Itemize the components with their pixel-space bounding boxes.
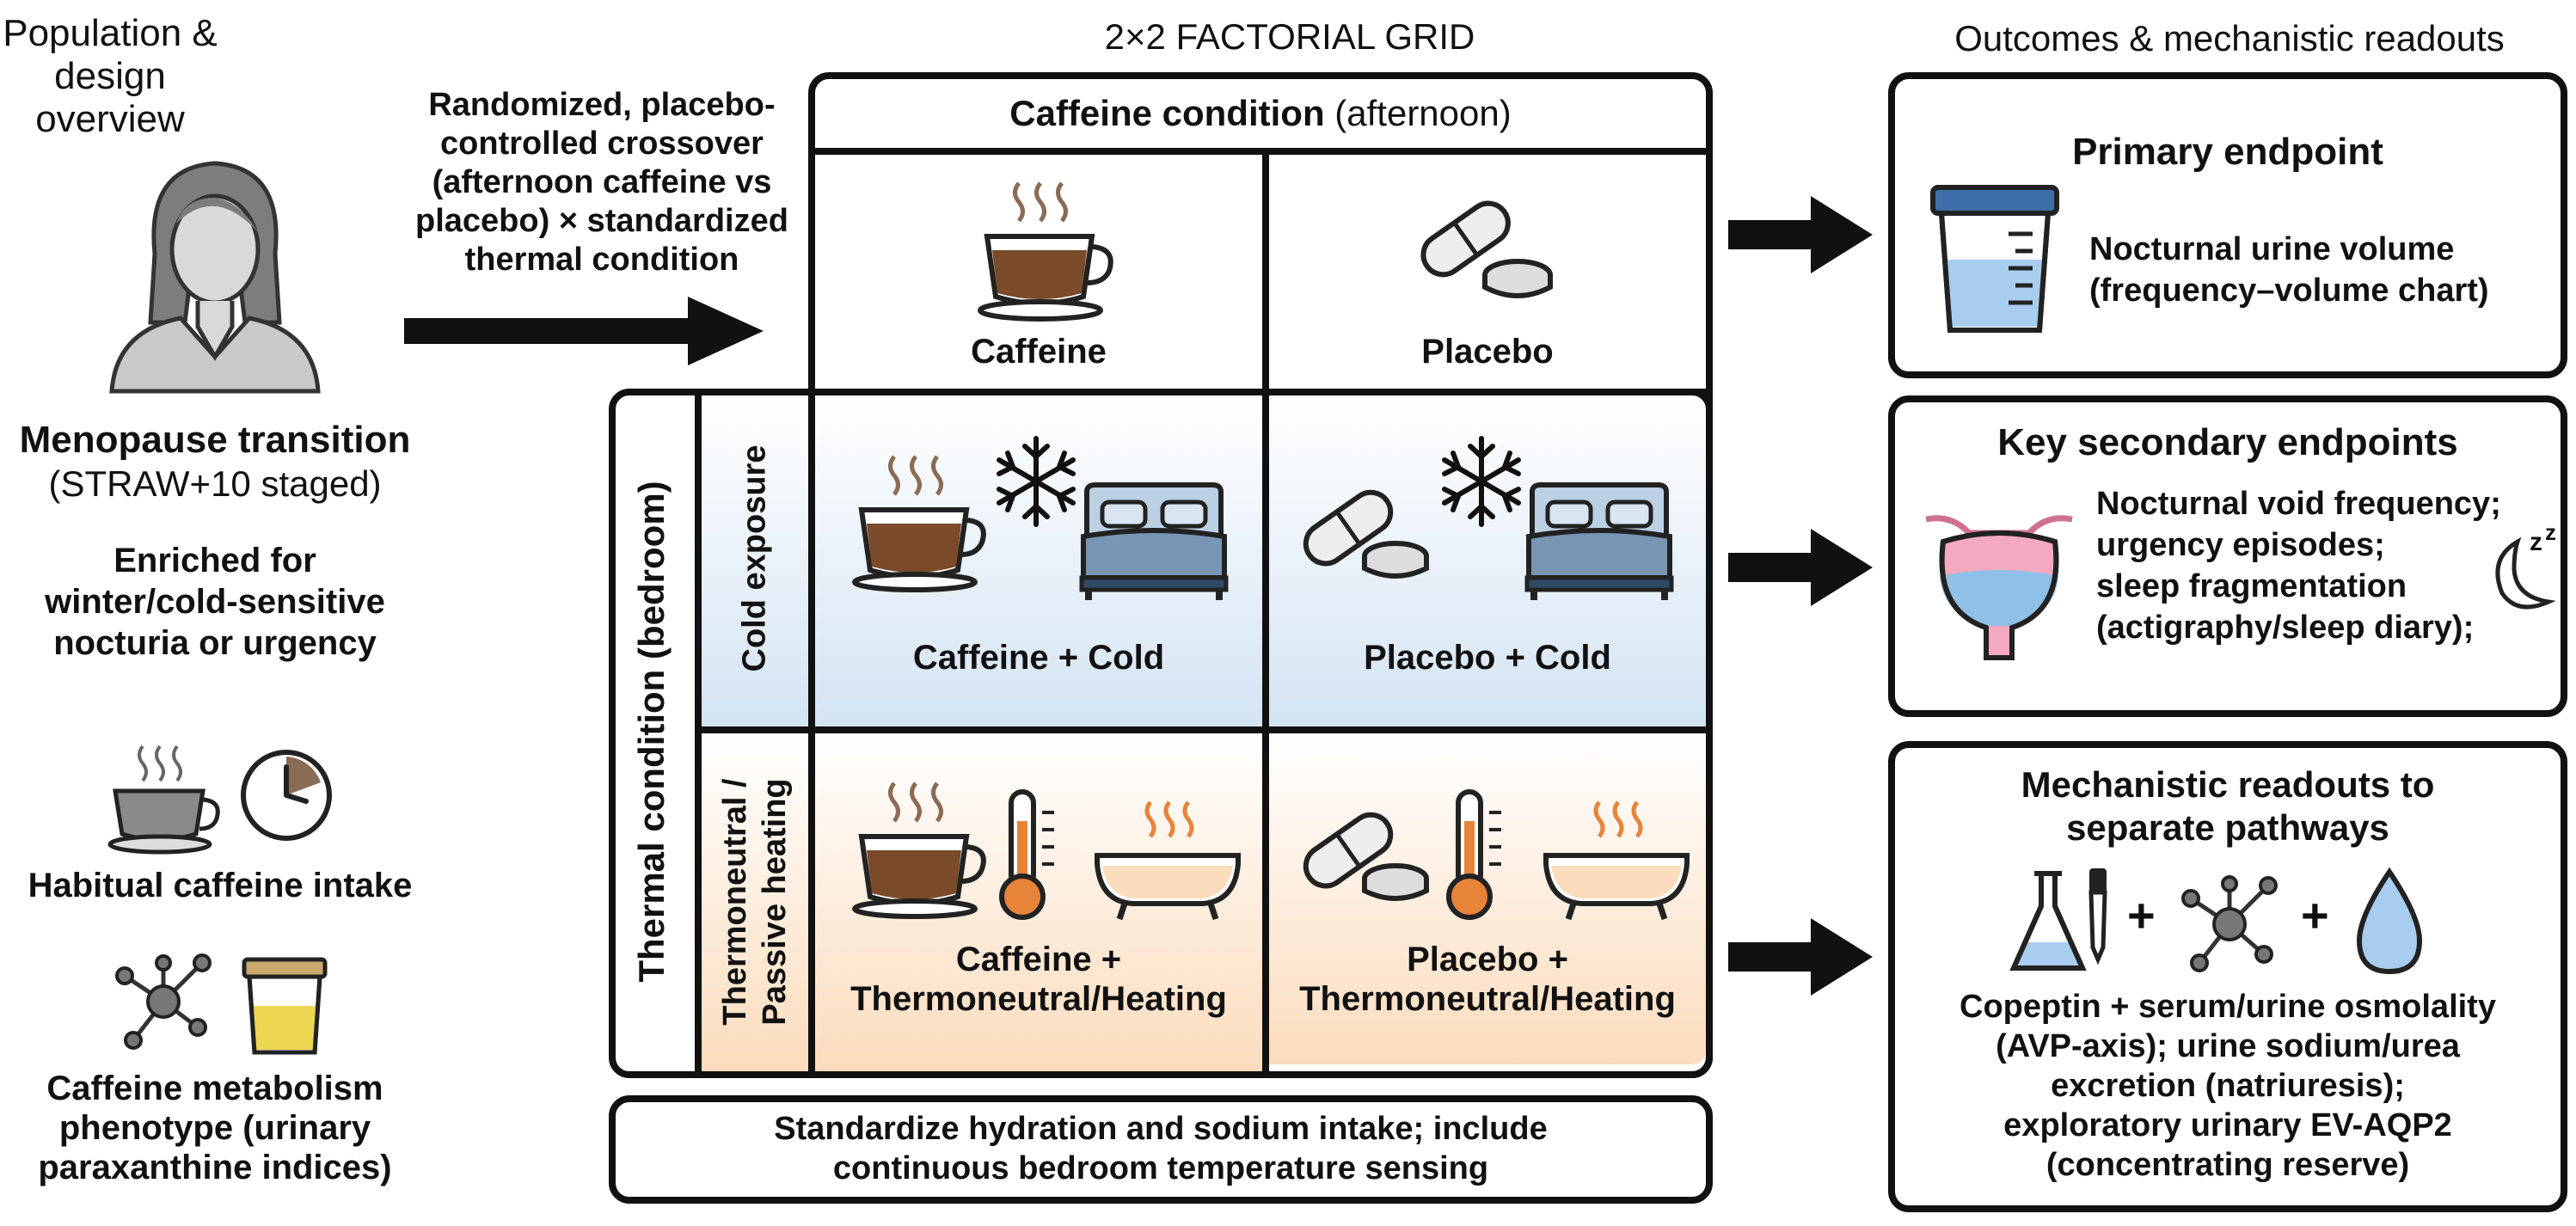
column-label-placebo: Placebo bbox=[1421, 333, 1554, 371]
bed-icon bbox=[1079, 482, 1229, 600]
coffee-cup-icon bbox=[852, 455, 986, 592]
mechanistic-readouts-box bbox=[1888, 741, 2567, 1212]
population-section-title: Population & design overview bbox=[3, 12, 218, 140]
placebo-pill-icon bbox=[1303, 812, 1429, 901]
svg-text:z: z bbox=[2545, 519, 2556, 545]
secondary-endpoints-title: Key secondary endpoints bbox=[1997, 421, 2458, 463]
mechanistic-readouts-description: Copeptin + serum/urine osmolality (AVP-a… bbox=[1960, 989, 2496, 1183]
primary-endpoint-description: Nocturnal urine volume (frequency–volume… bbox=[2089, 231, 2489, 309]
cell-label-caffeine-warm: Caffeine + Thermoneutral/Heating bbox=[850, 941, 1227, 1018]
design-arrow bbox=[404, 297, 764, 365]
mechanistic-readouts-title: Mechanistic readouts to separate pathway… bbox=[2021, 764, 2435, 848]
column-label-caffeine: Caffeine bbox=[971, 333, 1107, 371]
row-label-cold-exposure: Cold exposure bbox=[736, 444, 773, 672]
bladder-icon bbox=[1925, 515, 2073, 660]
urine-sample-cup-icon bbox=[242, 957, 328, 1055]
thermal-condition-header: Thermal condition (bedroom) bbox=[631, 481, 672, 983]
cell-label-caffeine-cold: Caffeine + Cold bbox=[912, 639, 1165, 677]
snowflake-icon bbox=[1442, 436, 1521, 527]
population-title: Menopause transition bbox=[19, 419, 411, 461]
caffeine-condition-header: Caffeine condition bbox=[1009, 93, 1325, 133]
arrow-to-primary bbox=[1728, 196, 1873, 273]
cell-label-placebo-warm: Placebo + Thermoneutral/Heating bbox=[1299, 941, 1676, 1018]
measuring-cup-icon bbox=[1930, 185, 2059, 333]
coffee-cup-icon bbox=[107, 745, 220, 855]
primary-endpoint-title: Primary endpoint bbox=[2072, 131, 2383, 173]
placebo-pill-icon bbox=[1420, 200, 1553, 298]
moon-sleep-icon: z z bbox=[2495, 519, 2556, 610]
clock-icon bbox=[241, 750, 332, 841]
arrow-to-secondary bbox=[1728, 529, 1873, 606]
secondary-endpoints-description: Nocturnal void frequency; urgency episod… bbox=[2096, 486, 2501, 646]
arrow-to-mechanistic bbox=[1728, 918, 1873, 996]
plus-sign-1: + bbox=[2127, 888, 2156, 942]
snowflake-icon bbox=[997, 436, 1076, 527]
population-staging: (STRAW+10 staged) bbox=[48, 463, 382, 504]
svg-text:z: z bbox=[2530, 528, 2542, 556]
water-drop-icon bbox=[2356, 867, 2423, 975]
habitual-caffeine-label: Habitual caffeine intake bbox=[28, 867, 413, 904]
thermal-condition-box bbox=[609, 389, 1713, 1078]
study-design-description: Randomized, placebo- controlled crossove… bbox=[415, 87, 788, 278]
bathtub-icon bbox=[1095, 800, 1241, 921]
coffee-cup-icon bbox=[978, 181, 1113, 322]
coffee-cup-icon bbox=[852, 782, 986, 919]
caffeine-condition-timing: (afternoon) bbox=[1324, 93, 1512, 133]
enrichment-criteria: Enriched for winter/cold-sensitive noctu… bbox=[45, 542, 385, 662]
person-icon bbox=[109, 161, 321, 394]
standardization-note: Standardize hydration and sodium intake;… bbox=[774, 1111, 1548, 1186]
placebo-pill-icon bbox=[1303, 489, 1429, 579]
thermometer-icon bbox=[1446, 789, 1501, 920]
bathtub-icon bbox=[1543, 800, 1690, 921]
plus-sign-2: + bbox=[2301, 888, 2329, 942]
outcomes-section-title: Outcomes & mechanistic readouts bbox=[1954, 18, 2505, 58]
molecule-icon bbox=[115, 953, 212, 1050]
factorial-grid-title: 2×2 FACTORIAL GRID bbox=[1104, 16, 1475, 57]
bed-icon bbox=[1524, 482, 1674, 600]
flask-dropper-icon bbox=[2009, 868, 2107, 971]
molecule-icon bbox=[2181, 875, 2278, 972]
standardization-note-box bbox=[609, 1095, 1713, 1204]
thermometer-icon bbox=[999, 789, 1054, 920]
cell-label-placebo-cold: Placebo + Cold bbox=[1364, 639, 1611, 677]
row-label-thermoneutral: Thermoneutral / Passive heating bbox=[717, 778, 793, 1026]
metabolism-phenotype-label: Caffeine metabolism phenotype (urinary p… bbox=[38, 1070, 392, 1186]
